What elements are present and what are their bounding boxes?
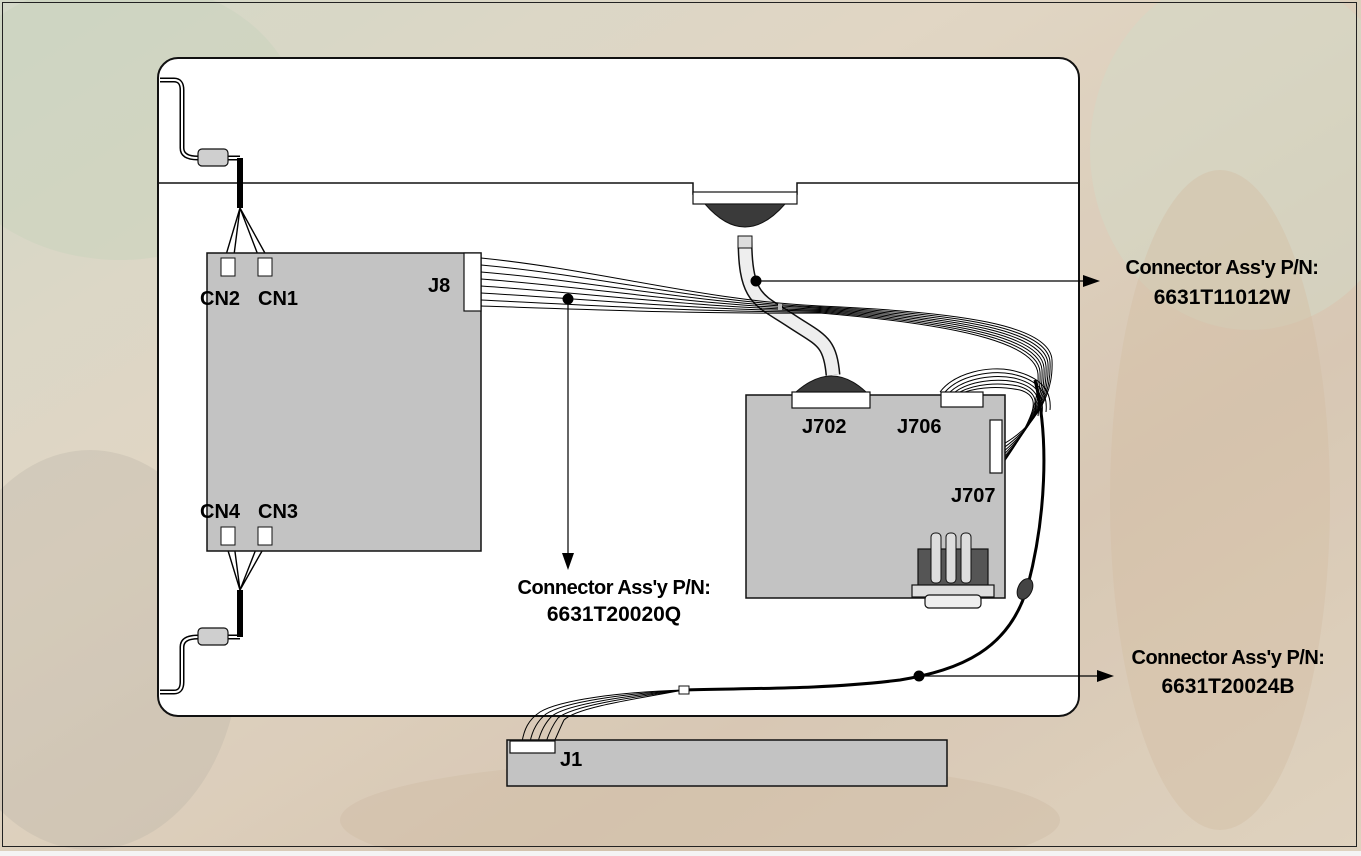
j8-ribbon-harness [480, 257, 1053, 479]
label-j706: J706 [897, 416, 942, 438]
callout-11012w: Connector Ass'y P/N: 6631T11012W [1126, 257, 1319, 309]
label-j1: J1 [560, 749, 582, 771]
label-cn2: CN2 [200, 288, 240, 310]
connector-labels: CN2 CN1 CN4 CN3 J8 J702 J706 J707 J1 [200, 275, 996, 771]
bottom-board [506, 739, 948, 787]
label-cn1: CN1 [258, 288, 298, 310]
label-cn3: CN3 [258, 501, 298, 523]
ferrite-core-right [678, 578, 1034, 695]
callout-title: Connector Ass'y P/N: [518, 577, 711, 599]
callout-title: Connector Ass'y P/N: [1126, 257, 1319, 279]
callout-20020q: Connector Ass'y P/N: 6631T20020Q [518, 577, 711, 626]
label-cn4: CN4 [200, 501, 241, 523]
label-j702: J702 [802, 416, 847, 438]
j1-long-cable [521, 379, 1046, 743]
top-connector-cable [692, 191, 868, 393]
main-board [206, 252, 482, 552]
control-board [745, 391, 1006, 609]
callout-part-number: 6631T11012W [1154, 286, 1291, 309]
callout-part-number: 6631T20020Q [547, 603, 681, 626]
label-j8: J8 [428, 275, 450, 297]
side-cable-channels [160, 77, 267, 695]
ferrite-cores-left [197, 148, 229, 646]
callout-part-number: 6631T20024B [1161, 675, 1294, 698]
callout-20024b: Connector Ass'y P/N: 6631T20024B [1132, 647, 1325, 698]
label-j707: J707 [951, 485, 996, 507]
callout-title: Connector Ass'y P/N: [1132, 647, 1325, 669]
callout-pointers [562, 275, 1114, 682]
